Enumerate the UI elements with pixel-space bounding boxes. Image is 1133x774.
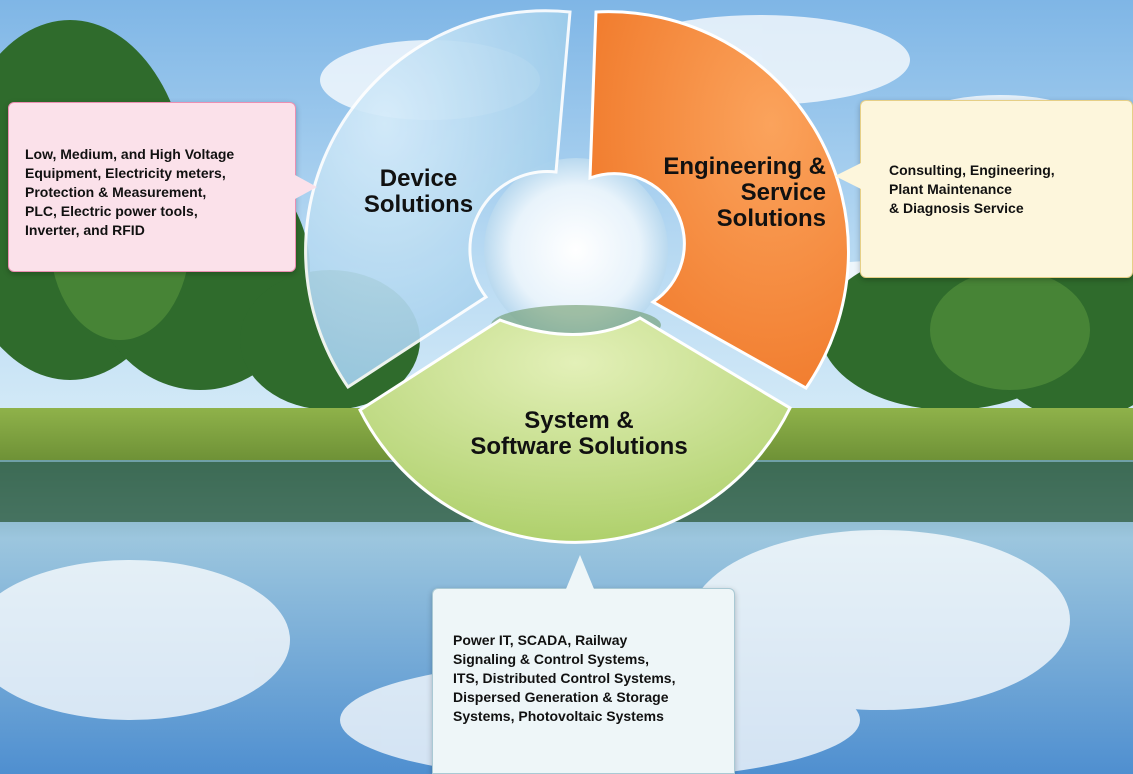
system-callout-text: Power IT, SCADA, Railway Signaling & Con… [453,632,676,724]
engineering-callout-text: Consulting, Engineering, Plant Maintenan… [889,162,1055,216]
device-callout-text: Low, Medium, and High Voltage Equipment,… [25,146,235,238]
system-segment[interactable] [358,316,792,544]
engineering-segment[interactable] [588,10,850,390]
system-software-solutions-label: System & Software Solutions [470,407,688,460]
device-callout: Low, Medium, and High Voltage Equipment,… [8,102,317,272]
system-callout: Power IT, SCADA, Railway Signaling & Con… [432,555,735,774]
device-solutions-label: Device Solutions [363,165,474,218]
engineering-service-solutions-label: Engineering & Service Solutions [663,153,826,232]
device-segment[interactable] [304,9,572,390]
engineering-callout: Consulting, Engineering, Plant Maintenan… [835,100,1133,278]
